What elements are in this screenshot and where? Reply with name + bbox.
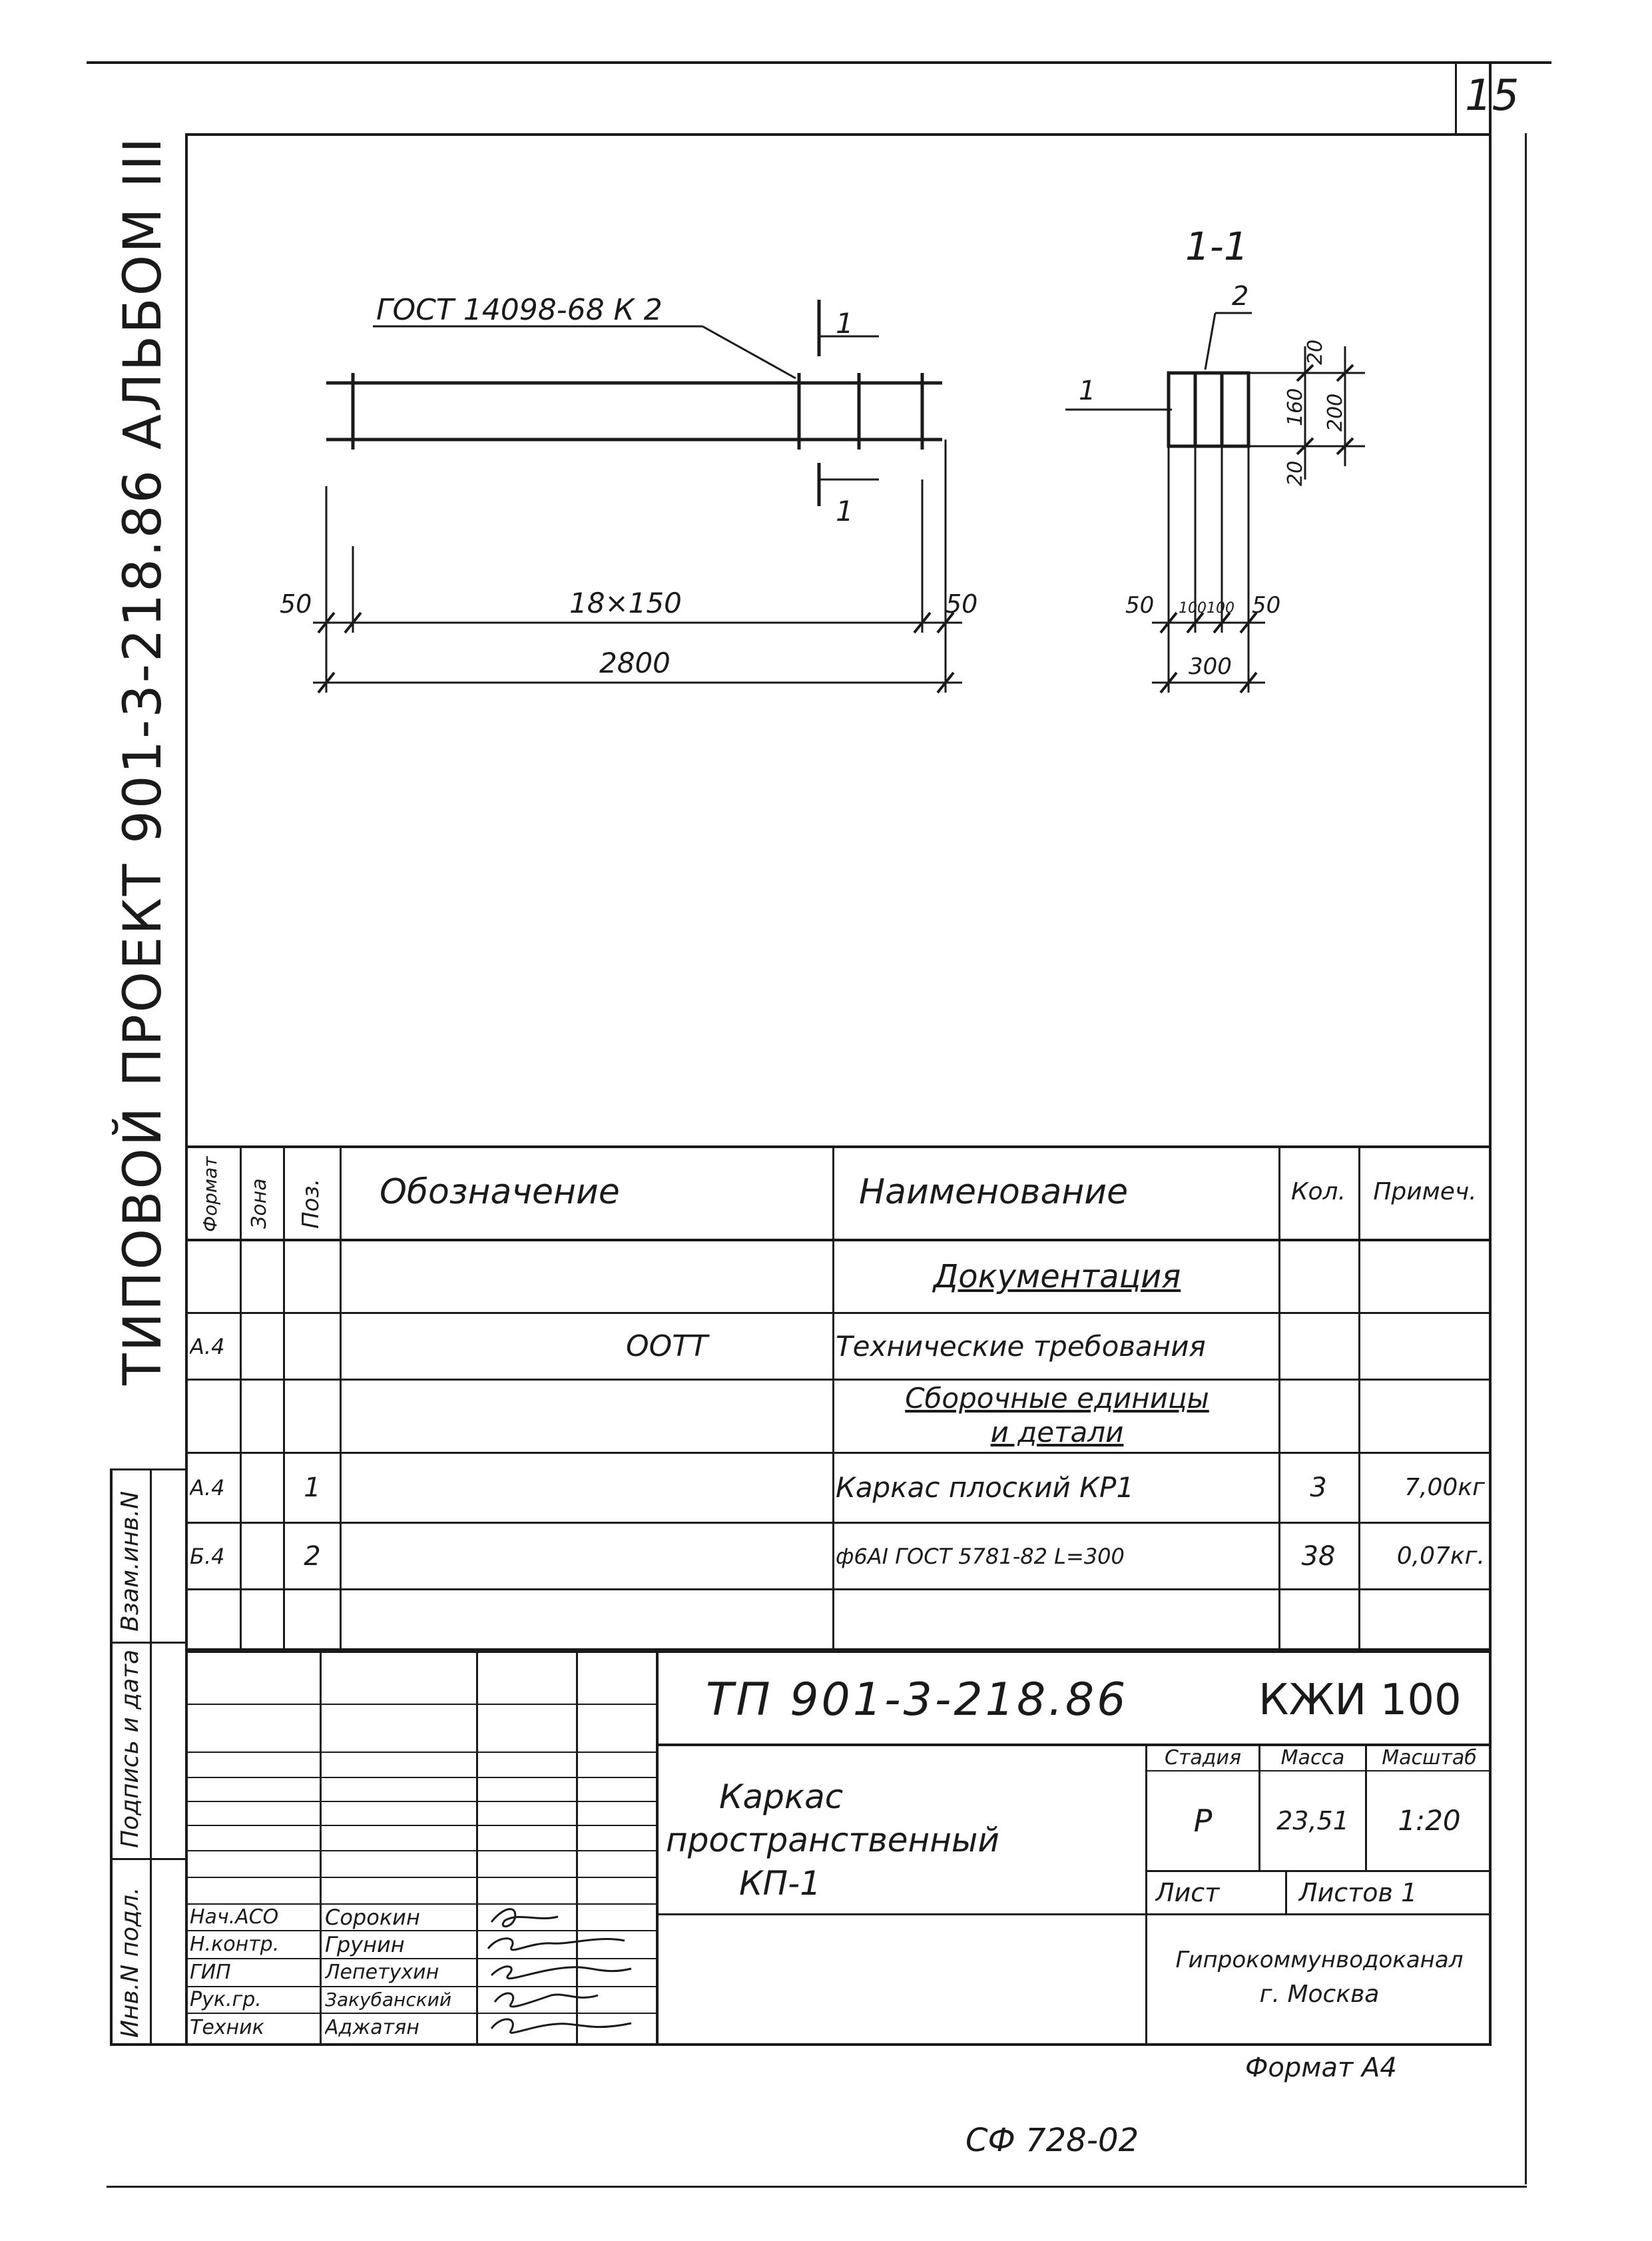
sheet-label: Лист <box>1155 1878 1220 1907</box>
header-note: Примеч. <box>1373 1178 1477 1205</box>
row4-format: Б.4 <box>190 1543 225 1569</box>
signer-role-2: ГИП <box>190 1961 231 1984</box>
section-pos1: 1 <box>1079 376 1095 406</box>
row1-format: А.4 <box>190 1333 225 1359</box>
section-heading-assemblies: Сборочные единицы <box>905 1382 1209 1415</box>
signer-name-1: Грунин <box>325 1932 405 1957</box>
section-h-3: 50 <box>1252 592 1280 619</box>
bottom-code: СФ 728-02 <box>965 2122 1139 2159</box>
signer-role-0: Нач.АСО <box>190 1905 279 1929</box>
spec-table: Формат Зона Поз. Обозначение Наименовани… <box>186 1145 1492 1652</box>
section-heading-assemblies-2: и детали <box>990 1416 1124 1448</box>
section-h-0: 50 <box>1125 592 1154 619</box>
cut-mark-bottom: 1 <box>836 495 854 527</box>
side-cell-sign-date: Подпись и дата <box>117 1649 144 1848</box>
row4-qty: 38 <box>1301 1540 1336 1572</box>
side-cell-inv-orig: Инв.N подл. <box>117 1887 144 2038</box>
signer-name-4: Аджатян <box>325 2016 419 2039</box>
scale-value: 1:20 <box>1398 1804 1461 1837</box>
row1-designation: ООТТ <box>626 1329 708 1363</box>
dim-left-end: 50 <box>280 589 312 619</box>
section-v-mid: 160 <box>1284 388 1307 426</box>
sheets-label: Листов 1 <box>1298 1878 1418 1907</box>
mass-value: 23,51 <box>1276 1806 1349 1835</box>
section-v-top: 20 <box>1304 340 1327 365</box>
right-margin-line <box>1525 133 1527 2184</box>
page-number-box-left <box>1455 64 1457 133</box>
row4-name: ф6АI ГОСТ 5781-82 L=300 <box>836 1543 1125 1569</box>
doc-suffix: КЖИ 100 <box>1258 1676 1462 1725</box>
row3-qty: 3 <box>1310 1472 1327 1503</box>
section-title: 1-1 <box>1185 224 1248 269</box>
signatures <box>487 1908 632 2034</box>
org-line-1: Гипрокоммунводоканал <box>1175 1947 1464 1973</box>
mass-label: Масса <box>1280 1746 1345 1769</box>
title-line-3: КП-1 <box>739 1864 821 1903</box>
drawing-area: 1-1 ГОСТ 14098-68 К 2 1 1 50 18×150 50 2… <box>280 224 1365 694</box>
doc-code: ТП 901-3-218.86 <box>706 1674 1129 1726</box>
section-v-bot: 20 <box>1284 461 1307 486</box>
row4-note: 0,07кг. <box>1396 1542 1485 1570</box>
header-pos: Поз. <box>298 1178 324 1229</box>
cut-mark-top: 1 <box>836 307 854 340</box>
stage-label: Стадия <box>1164 1746 1242 1769</box>
title-block: ТП 901-3-218.86 КЖИ 100 Каркас пространс… <box>186 1650 1492 2045</box>
page-number: 15 <box>1465 71 1519 121</box>
row3-pos: 1 <box>304 1472 321 1503</box>
side-cell-replace: Взам.инв.N <box>117 1490 144 1632</box>
title-line-1: Каркас <box>719 1777 844 1816</box>
dim-total: 2800 <box>599 647 671 679</box>
org-line-2: г. Москва <box>1259 1981 1380 2008</box>
section-h-2: 100 <box>1207 600 1235 617</box>
row3-format: А.4 <box>190 1475 225 1500</box>
scale-label: Масштаб <box>1382 1746 1477 1769</box>
gost-label: ГОСТ 14098-68 К 2 <box>376 293 663 327</box>
format-label: Формат А4 <box>1245 2053 1397 2083</box>
section-pos2: 2 <box>1232 281 1248 312</box>
header-designation: Обозначение <box>380 1172 620 1212</box>
bottom-margin-line <box>107 2186 1527 2188</box>
row4-pos: 2 <box>304 1540 321 1572</box>
inner-top-border <box>186 133 1492 136</box>
stage-value: Р <box>1193 1803 1213 1839</box>
signer-role-1: Н.контр. <box>190 1933 280 1956</box>
signer-name-2: Лепетухин <box>325 1961 439 1984</box>
dim-right-end: 50 <box>946 589 977 619</box>
inner-bottom-border <box>110 2043 1492 2046</box>
inner-left-border <box>185 133 188 2045</box>
section-h-1: 100 <box>1179 600 1207 617</box>
dim-pitch: 18×150 <box>569 587 682 619</box>
top-border <box>87 61 1551 64</box>
header-qty: Кол. <box>1290 1178 1346 1205</box>
signer-name-3: Закубанский <box>325 1989 452 2011</box>
row3-name: Каркас плоский КР1 <box>836 1471 1135 1504</box>
signer-name-0: Сорокин <box>325 1905 420 1930</box>
header-format: Формат <box>199 1156 221 1232</box>
signer-role-3: Рук.гр. <box>190 1988 262 2011</box>
section-heading-docs: Документация <box>933 1258 1181 1295</box>
header-zone: Зона <box>248 1178 271 1229</box>
section-v-total: 200 <box>1324 394 1347 432</box>
signer-role-4: Техник <box>190 2016 264 2039</box>
inner-right-border <box>1489 64 1492 2045</box>
header-name: Наименование <box>859 1172 1129 1212</box>
row3-note: 7,00кг <box>1404 1474 1485 1501</box>
section-h-total: 300 <box>1189 653 1232 680</box>
title-line-2: пространственный <box>666 1821 999 1859</box>
row1-name: Технические требования <box>836 1329 1206 1363</box>
